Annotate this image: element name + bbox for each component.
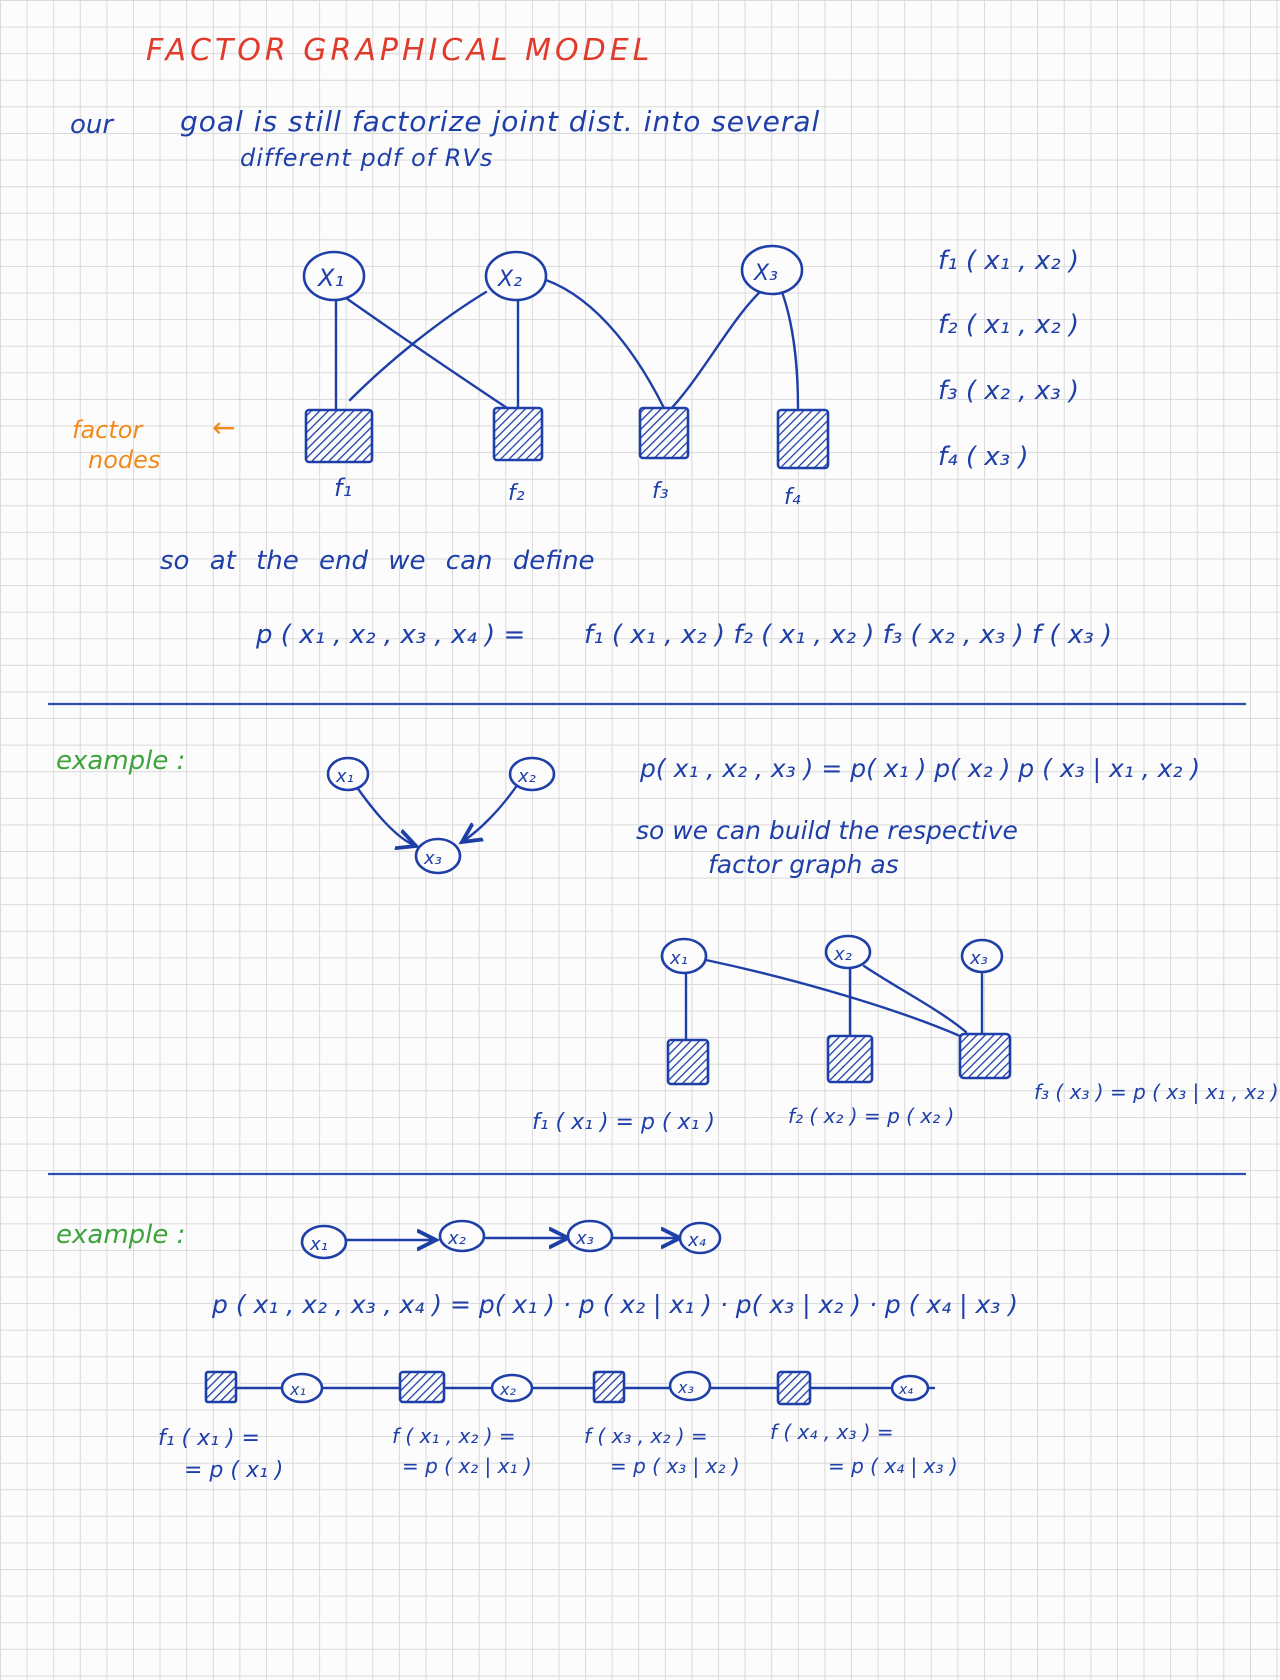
chain-factor-1 [204, 1370, 238, 1404]
variable-node-x1 [302, 250, 366, 302]
chain-factor-node-x1-label: x₁ [289, 1380, 306, 1399]
ex2-factor-label-3-bottom: = p ( x₃ | x₂ ) [610, 1454, 740, 1478]
ex2-factor-label-3-top: f ( x₃ , x₂ ) = [584, 1424, 708, 1448]
so-text: so at the end we can define [160, 546, 595, 576]
variable-node-x2 [484, 250, 548, 302]
ex1-node-x3-label: x₃ [423, 848, 442, 869]
chain-factor-node-x3-label: x₃ [677, 1378, 694, 1397]
ex2-factor-label-2-bottom: = p ( x₂ | x₁ ) [402, 1454, 532, 1478]
factor-def-2: f₂ ( x₁ , x₂ ) [938, 310, 1080, 340]
chain-factor-node-x2-label: x₂ [499, 1380, 516, 1399]
arrow-left-icon: ← [212, 411, 236, 444]
graph1-edges [334, 278, 800, 416]
chain-factor-node-x4-label: x₄ [898, 1382, 913, 1398]
example-1-so-line-2: factor graph as [708, 850, 899, 879]
factor-node-f1-label: f₁ [334, 474, 352, 502]
ex2-factor-label-1-bottom: = p ( x₁ ) [184, 1458, 284, 1483]
chain-factor-node-x4 [890, 1374, 930, 1402]
intro-word-our: our [70, 110, 114, 140]
edge-x3-f3 [664, 288, 764, 416]
fg-node-x1-label: x₁ [669, 948, 688, 969]
ex1-node-x2-label: x₂ [517, 766, 536, 787]
intro-line-1: goal is still factorize joint dist. into… [180, 105, 821, 138]
fg-factor-f2 [826, 1034, 874, 1084]
fg-node-x2 [824, 934, 872, 970]
fg-node-x1 [660, 937, 708, 975]
example-1-label: example : [56, 746, 186, 776]
intro-line-2: different pdf of RVs [240, 144, 494, 172]
chain-node-x4 [678, 1221, 722, 1255]
chain-factor-node-x1 [280, 1372, 324, 1404]
joint-lhs: p ( x₁ , x₂ , x₃ , x₄ ) = [256, 620, 526, 650]
factor-node-f4 [776, 408, 830, 470]
fg-factor-f1 [666, 1038, 710, 1086]
factor-node-f1 [304, 408, 374, 464]
example-1-equation: p( x₁ , x₂ , x₃ ) = p( x₁ ) p( x₂ ) p ( … [640, 754, 1201, 783]
example-2-equation: p ( x₁ , x₂ , x₃ , x₄ ) = p( x₁ ) · p ( … [212, 1290, 1019, 1319]
edge-x3-f4 [780, 290, 800, 410]
chain-factor-node-x3 [668, 1370, 712, 1402]
factor-def-1: f₁ ( x₁ , x₂ ) [938, 246, 1080, 276]
factor-def-3: f₃ ( x₂ , x₃ ) [938, 376, 1080, 406]
factor-nodes-label-2: nodes [88, 446, 161, 474]
example-2-label: example : [56, 1220, 186, 1250]
graph1-factor-nodes: f₁ f₂ f₃ f₄ [304, 406, 830, 510]
chain-node-x3 [566, 1219, 614, 1253]
chain-factor-node-x2 [490, 1373, 534, 1403]
factor-def-4: f₄ ( x₃ ) [938, 442, 1029, 472]
fg-factor-f3 [958, 1032, 1012, 1080]
example1-directed-graph: x₁ x₂ x₃ [326, 756, 556, 875]
ex1-factor-label-3: f₃ ( x₃ ) = p ( x₃ | x₁ , x₂ ) [1034, 1080, 1279, 1104]
edge-fg-x1-f3 [704, 958, 962, 1038]
edge-x2-f3 [544, 278, 666, 410]
variable-node-x1-label: X₁ [316, 264, 344, 292]
factor-node-f2 [492, 406, 544, 462]
variable-node-x3-label: X₃ [753, 261, 778, 286]
ex2-factor-label-1-top: f₁ ( x₁ ) = [158, 1426, 260, 1451]
fg-node-x2-label: x₂ [833, 944, 852, 965]
example2-directed-chain: x₁ x₂ x₃ x₄ [300, 1219, 722, 1260]
chain-node-x2-label: x₂ [447, 1228, 466, 1249]
page-title: FACTOR GRAPHICAL MODEL [146, 33, 654, 68]
ex1-node-x2 [508, 756, 556, 792]
example1-factor-graph: x₁ x₂ x₃ [660, 934, 1012, 1086]
fg-node-x3-label: x₃ [969, 948, 988, 969]
edge-ex1-x1-x3 [354, 784, 416, 846]
edge-x2-f1 [348, 290, 488, 402]
chain-factor-3 [592, 1370, 626, 1404]
chain-factor-2 [398, 1370, 446, 1404]
factor-nodes-label-1: factor [72, 416, 143, 444]
edge-fg-x2-f3 [862, 964, 968, 1034]
ex2-factor-label-4-top: f ( x₄ , x₃ ) = [770, 1420, 894, 1444]
ex1-node-x1 [326, 756, 370, 792]
chain-node-x1 [300, 1224, 348, 1260]
example2-factor-chain: x₁ x₂ x₃ x₄ [204, 1370, 936, 1406]
variable-node-x2-label: X₂ [497, 267, 522, 292]
factor-node-f2-label: f₂ [508, 481, 525, 506]
ex2-factor-label-2-top: f ( x₁ , x₂ ) = [392, 1424, 516, 1448]
ex1-factor-label-1: f₁ ( x₁ ) = p ( x₁ ) [532, 1110, 715, 1135]
chain-node-x1-label: x₁ [309, 1234, 328, 1255]
edge-x1-f2 [344, 296, 512, 412]
joint-rhs: f₁ ( x₁ , x₂ ) f₂ ( x₁ , x₂ ) f₃ ( x₂ , … [584, 620, 1113, 650]
ex1-node-x1-label: x₁ [335, 766, 354, 787]
variable-node-x3 [740, 244, 804, 296]
chain-factor-4 [776, 1370, 812, 1406]
factor-node-f3 [638, 406, 690, 460]
ex2-factor-label-4-bottom: = p ( x₄ | x₃ ) [828, 1454, 958, 1478]
fg-node-x3 [960, 938, 1004, 974]
chain-node-x2 [438, 1219, 486, 1253]
ex1-node-x3 [414, 837, 462, 875]
edge-ex1-x2-x3 [462, 782, 520, 842]
example-1-so-line-1: so we can build the respective [636, 816, 1018, 845]
chain-node-x4-label: x₄ [687, 1230, 707, 1251]
graph1-variable-nodes: X₁ X₂ X₃ [302, 244, 804, 302]
chain-node-x3-label: x₃ [575, 1228, 594, 1249]
ex1-factor-label-2: f₂ ( x₂ ) = p ( x₂ ) [788, 1104, 955, 1128]
factor-node-f3-label: f₃ [652, 479, 669, 504]
factor-node-f4-label: f₄ [784, 485, 801, 510]
